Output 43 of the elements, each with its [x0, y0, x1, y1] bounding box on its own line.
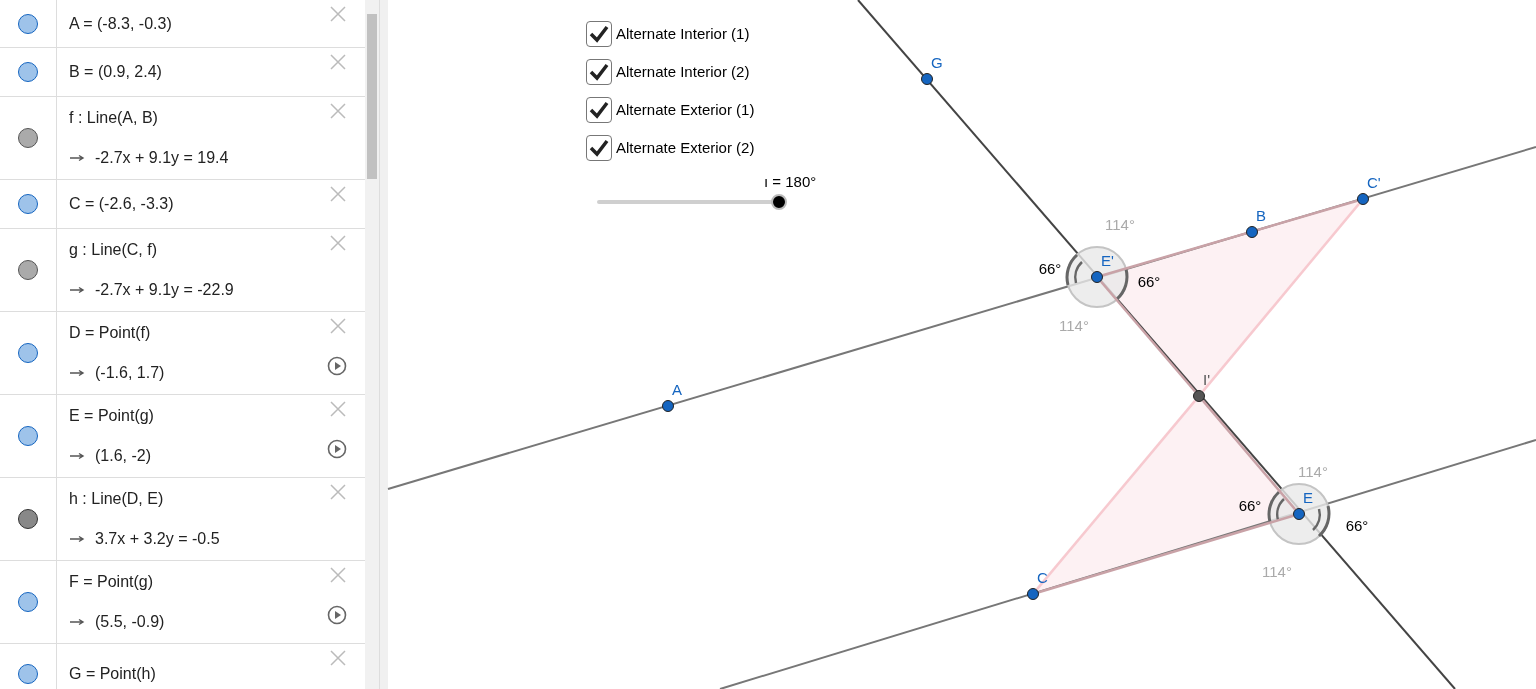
triangle-side: [1201, 399, 1297, 511]
algebra-text: A = (-8.3, -0.3): [69, 13, 172, 34]
algebra-value: -2.7x + 9.1y = -22.9: [95, 280, 234, 300]
algebra-value: -2.7x + 9.1y = 19.4: [95, 148, 229, 168]
point-label: E: [1303, 490, 1313, 506]
point-label: I': [1203, 372, 1211, 388]
checkbox-label: Alternate Interior (2): [616, 61, 750, 82]
angle-label: 114°: [1105, 217, 1135, 233]
angle-label: 66°: [1238, 498, 1262, 514]
algebra-text: B = (0.9, 2.4): [69, 62, 162, 82]
point-label: A: [672, 382, 682, 398]
angle-label: 66°: [1345, 518, 1369, 534]
angle-label: 66°: [1137, 274, 1161, 290]
triangle-side: [1102, 199, 1358, 277]
algebra-text: E = Point(g): [69, 406, 154, 426]
algebra-text: G = Point(h): [69, 663, 156, 684]
point-label: G: [931, 55, 943, 71]
algebra-text: g : Line(C, f): [69, 240, 159, 260]
triangle-side: [1201, 202, 1361, 393]
algebra-text: f : Line(A, B): [69, 108, 159, 128]
checkbox-label: Alternate Interior (1): [616, 23, 750, 44]
algebra-text: D = Point(f): [69, 323, 152, 343]
triangle-side: [1035, 399, 1197, 591]
algebra-value: (1.6, -2): [95, 446, 151, 466]
algebra-text: F = Point(g): [69, 572, 155, 592]
angle-label: 114°: [1059, 318, 1089, 334]
algebra-text: C = (-2.6, -3.3): [69, 194, 174, 214]
point-label: E': [1101, 253, 1114, 269]
checkbox-label: Alternate Exterior (1): [616, 99, 755, 120]
angle-label: 66°: [1038, 261, 1062, 277]
point-label: B: [1256, 208, 1266, 224]
triangle-side: [1099, 280, 1197, 393]
angle-label: 114°: [1298, 464, 1328, 480]
point-label: C: [1037, 570, 1048, 586]
point-label: C': [1367, 175, 1381, 191]
algebra-value: 3.7x + 3.2y = -0.5: [95, 529, 220, 549]
angle-label: 114°: [1262, 564, 1292, 580]
algebra-value: (-1.6, 1.7): [95, 363, 165, 383]
algebra-text: h : Line(D, E): [69, 489, 165, 509]
triangle-side: [1038, 514, 1294, 594]
slider-label: ı = 180°: [764, 174, 817, 190]
algebra-value: (5.5, -0.9): [95, 612, 165, 632]
checkbox-label: Alternate Exterior (2): [616, 137, 755, 158]
